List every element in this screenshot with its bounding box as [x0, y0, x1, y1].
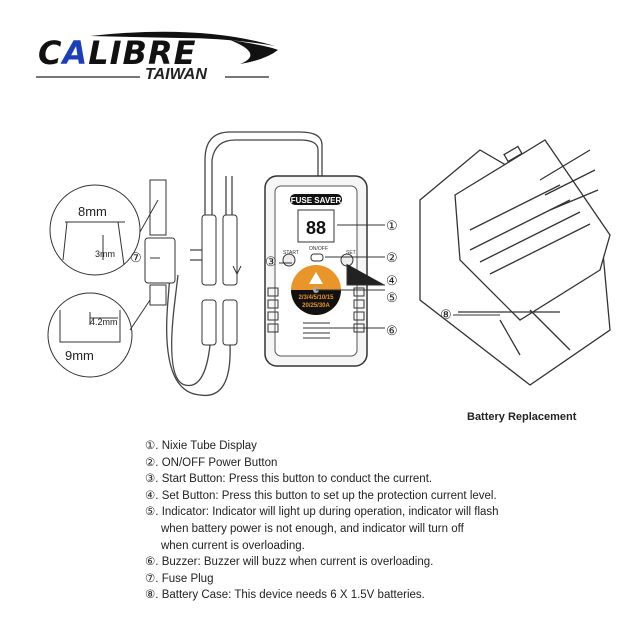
legend-item: ⑥. Buzzer: Buzzer will buzz when current… [145, 556, 434, 569]
callout-5: ⑤ [386, 290, 398, 305]
dim-3mm: 3mm [95, 249, 115, 259]
legend-item: when battery power is not enough, and in… [145, 522, 464, 535]
callout-8: ⑧ [440, 307, 452, 322]
legend-item: ①. Nixie Tube Display [145, 440, 257, 452]
calibre-logo: CALIBRE TAIWAN [30, 28, 280, 88]
legend-item: ③. Start Button: Press this button to co… [145, 473, 433, 486]
battery-compartment [419, 139, 611, 386]
start-button [282, 253, 296, 267]
legend-item: ⑤. Indicator: Indicator will light up du… [145, 506, 499, 519]
logo-swoosh-icon [90, 31, 278, 64]
dim-4-2mm: 4.2mm [90, 317, 118, 327]
indicator-values-2: 20/25/30A [302, 303, 330, 309]
warning-icon [309, 272, 323, 284]
callout-7: ⑦ [130, 250, 142, 265]
cables [166, 131, 323, 397]
onoff-button [310, 253, 324, 262]
callout-markers: ① ② ③ ④ ⑤ ⑥ ⑦ ⑧ [130, 218, 500, 338]
legend-item: ⑦. Fuse Plug [145, 572, 214, 585]
buzzer-grille [303, 322, 330, 339]
logo-subtitle: TAIWAN [145, 66, 207, 83]
logo-divider-left [36, 76, 140, 78]
fuse-plug-connectors [144, 179, 242, 346]
fuse-dimension-top: 8mm 3mm [49, 184, 159, 276]
fuse-saver-device: FUSE SAVER 88 START ON/OFF SET 2/3/4/5/1… [264, 175, 368, 367]
callout-4: ④ [386, 273, 398, 288]
logo-divider-right [225, 76, 269, 78]
callout-1: ① [386, 218, 398, 233]
device-title: FUSE SAVER [291, 196, 342, 205]
start-label: START [283, 250, 299, 256]
indicator-values-1: 2/3/4/5/10/15 [298, 295, 334, 301]
set-label: SET [346, 250, 356, 256]
legend-item: ④. Set Button: Press this button to set … [145, 489, 497, 502]
fuse-dimension-bottom: 4.2mm 9mm [47, 292, 151, 378]
callout-2: ② [386, 250, 398, 265]
battery-replacement-caption: Battery Replacement [467, 411, 577, 423]
dim-8mm: 8mm [78, 204, 107, 219]
callout-6: ⑥ [386, 323, 398, 338]
legend-item: ⑧. Battery Case: This device needs 6 X 1… [145, 589, 425, 602]
legend-item: ②. ON/OFF Power Button [145, 456, 278, 469]
onoff-label: ON/OFF [309, 246, 328, 252]
feature-legend: ①. Nixie Tube Display ②. ON/OFF Power Bu… [145, 438, 499, 604]
callout-3: ③ [265, 254, 277, 269]
nixie-display: 88 [306, 218, 326, 238]
logo-wordmark: CALIBRE [38, 34, 197, 72]
dim-9mm: 9mm [65, 348, 94, 363]
legend-item: when current is overloading. [145, 539, 305, 552]
